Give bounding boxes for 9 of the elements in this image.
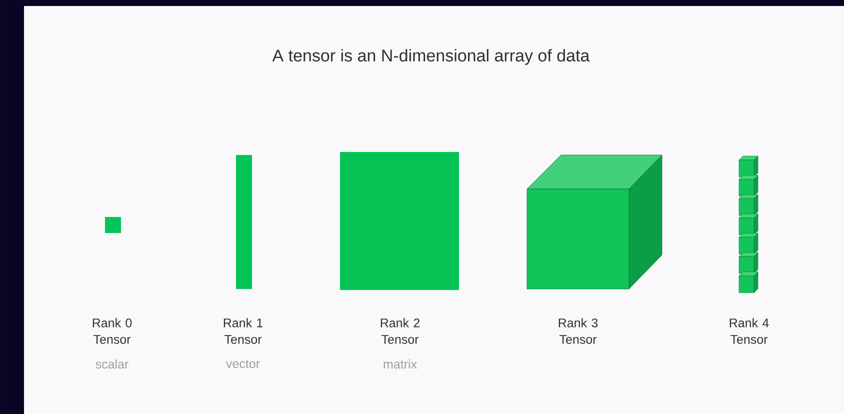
tensor-label: Rank 2 Tensor <box>380 318 420 344</box>
tensor-label: Rank 4 Tensor <box>730 318 769 344</box>
tensor-type-label: vector <box>226 360 260 368</box>
tensor-label: Rank 1 Tensor <box>224 318 263 344</box>
tensor-type-label: matrix <box>384 359 417 369</box>
title: A tensor is an N-dimensional array of data <box>272 49 590 65</box>
tensor-label: Rank 3 Tensor <box>558 318 598 344</box>
tensor-type-label: scalar <box>96 359 128 369</box>
tensor-label: Rank 0 Tensor <box>92 318 132 344</box>
